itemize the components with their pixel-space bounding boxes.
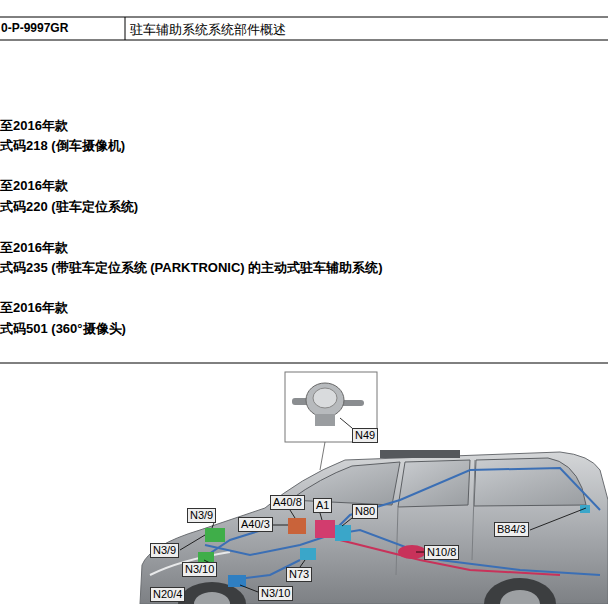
document-title: 驻车辅助系统系统部件概述 [130,21,286,39]
callout-number: A1 [313,498,332,513]
component [335,525,351,541]
model-year-note: 至2016年款 [0,177,68,195]
option-code-note: 式码220 (驻车定位系统) [0,198,138,216]
callout-number: N73 [286,567,312,582]
component [398,545,426,559]
table-rule [0,17,608,18]
car-illustration [140,450,608,604]
model-year-note: 至2016年款 [0,299,68,317]
leader-line [320,442,325,470]
option-code-note: 式码501 (360°摄像头) [0,320,126,338]
callout-number: B84/3 [494,522,529,537]
option-code-note: 式码218 (倒车摄像机) [0,137,125,155]
option-code-note: 式码235 (带驻车定位系统 (PARKTRONIC) 的主动式驻车辅助系统) [0,259,383,277]
document-code: 0-P-9997GR [1,21,68,35]
table-rule [125,17,126,40]
model-year-note: 至2016年款 [0,239,68,257]
callout-number: N49 [352,428,378,443]
steering-column-switch [292,383,364,426]
table-rule [0,40,608,41]
callout-number: A40/8 [270,495,305,510]
callout-number: N10/8 [424,545,459,560]
leader-line [180,508,586,592]
leader-line [340,418,352,428]
section-rule [0,363,608,364]
model-year-note: 至2016年款 [0,117,68,135]
callout-number: N3/10 [182,562,217,577]
callout-number: N80 [352,504,378,519]
wiring-harness [200,468,600,580]
wiring-harness [340,540,560,575]
callout-number: A40/3 [238,517,273,532]
component [205,528,225,542]
component [580,505,590,513]
component [288,518,306,534]
callout-number: N3/10 [258,586,293,601]
component [315,520,335,538]
component [228,575,246,587]
callout-number: N20/4 [150,587,185,602]
callout-number: N3/9 [187,508,216,523]
callout-number: N3/9 [150,543,179,558]
component [300,548,316,560]
component [198,552,214,562]
